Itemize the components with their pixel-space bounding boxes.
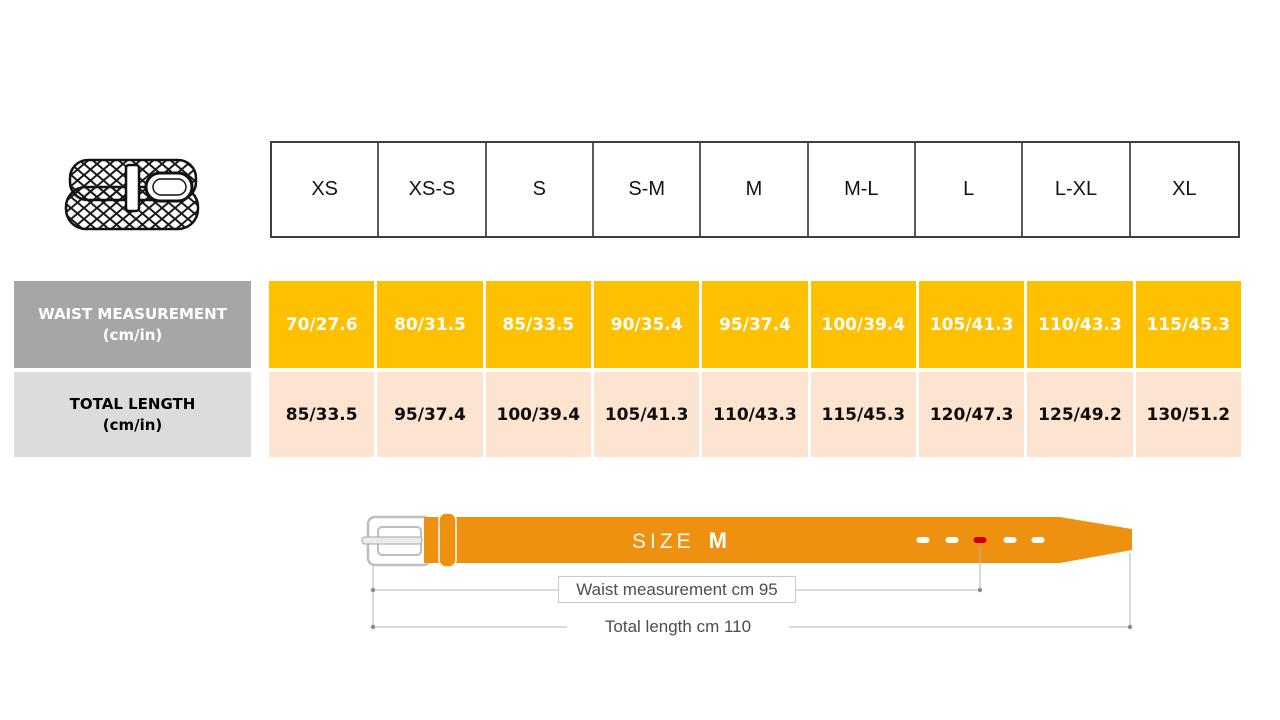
belt-hole bbox=[916, 537, 930, 543]
total-value-cell: 110/43.3 bbox=[702, 372, 808, 457]
waist-value-cell: 115/45.3 bbox=[1135, 281, 1241, 368]
waist-value-cell: 80/31.5 bbox=[377, 281, 483, 368]
row-labels: WAIST MEASUREMENT (cm/in) TOTAL LENGTH (… bbox=[14, 281, 251, 457]
total-value-cell: 130/51.2 bbox=[1135, 372, 1241, 457]
belt-hole bbox=[1003, 537, 1017, 543]
waist-row-label-text: WAIST MEASUREMENT bbox=[38, 304, 227, 323]
total-row-label-text: TOTAL LENGTH bbox=[69, 394, 196, 413]
belt-hole-highlighted bbox=[973, 537, 987, 543]
belt-hole bbox=[1031, 537, 1045, 543]
braided-belt-illustration bbox=[64, 158, 200, 231]
total-value-cell: 85/33.5 bbox=[269, 372, 375, 457]
total-value-cell: 125/49.2 bbox=[1027, 372, 1133, 457]
size-header-cell: M-L bbox=[808, 143, 916, 236]
waist-value-cell: 85/33.5 bbox=[485, 281, 591, 368]
size-header-cell: S bbox=[486, 143, 594, 236]
waist-value-cell: 95/37.4 bbox=[702, 281, 808, 368]
total-value-cell: 105/41.3 bbox=[594, 372, 700, 457]
measurement-grid: 70/27.6 80/31.5 85/33.5 90/35.4 95/37.4 … bbox=[269, 281, 1241, 457]
total-row-label: TOTAL LENGTH (cm/in) bbox=[14, 372, 251, 457]
belt-size-label: SIZE M bbox=[560, 527, 800, 555]
waist-value-cell: 110/43.3 bbox=[1027, 281, 1133, 368]
waist-value-cell: 90/35.4 bbox=[594, 281, 700, 368]
size-header-table: XS XS-S S S-M M M-L L L-XL XL bbox=[270, 141, 1240, 238]
size-label-text: SIZE bbox=[631, 530, 695, 553]
total-value-cell: 95/37.4 bbox=[377, 372, 483, 457]
waist-row-label: WAIST MEASUREMENT (cm/in) bbox=[14, 281, 251, 368]
size-header-cell: XS bbox=[272, 143, 380, 236]
waist-value-cell: 70/27.6 bbox=[269, 281, 375, 368]
total-value-cell: 115/45.3 bbox=[810, 372, 916, 457]
measurement-line-endpoints bbox=[370, 587, 1133, 630]
total-value-cell: 120/47.3 bbox=[919, 372, 1025, 457]
size-header-cell: XL bbox=[1130, 143, 1238, 236]
waist-value-cell: 100/39.4 bbox=[810, 281, 916, 368]
size-header-cell: M bbox=[701, 143, 809, 236]
belt-hole bbox=[945, 537, 959, 543]
size-header-cell: S-M bbox=[594, 143, 702, 236]
belt-buckle-prong bbox=[361, 536, 423, 545]
waist-row-label-unit: (cm/in) bbox=[102, 325, 163, 344]
size-header-cell: XS-S bbox=[379, 143, 487, 236]
total-length-annotation: Total length cm 110 bbox=[567, 614, 789, 640]
size-header-cell: L bbox=[916, 143, 1024, 236]
total-value-cell: 100/39.4 bbox=[485, 372, 591, 457]
belt-diagram bbox=[361, 512, 1133, 630]
waist-measurement-annotation: Waist measurement cm 95 bbox=[558, 576, 796, 603]
total-row-label-unit: (cm/in) bbox=[102, 415, 163, 434]
size-label-value: M bbox=[708, 528, 728, 553]
illustration-keeper bbox=[124, 163, 141, 213]
waist-value-cell: 105/41.3 bbox=[919, 281, 1025, 368]
belt-strap bbox=[424, 517, 1132, 563]
size-header-cell: L-XL bbox=[1023, 143, 1131, 236]
belt-keeper bbox=[438, 512, 457, 568]
